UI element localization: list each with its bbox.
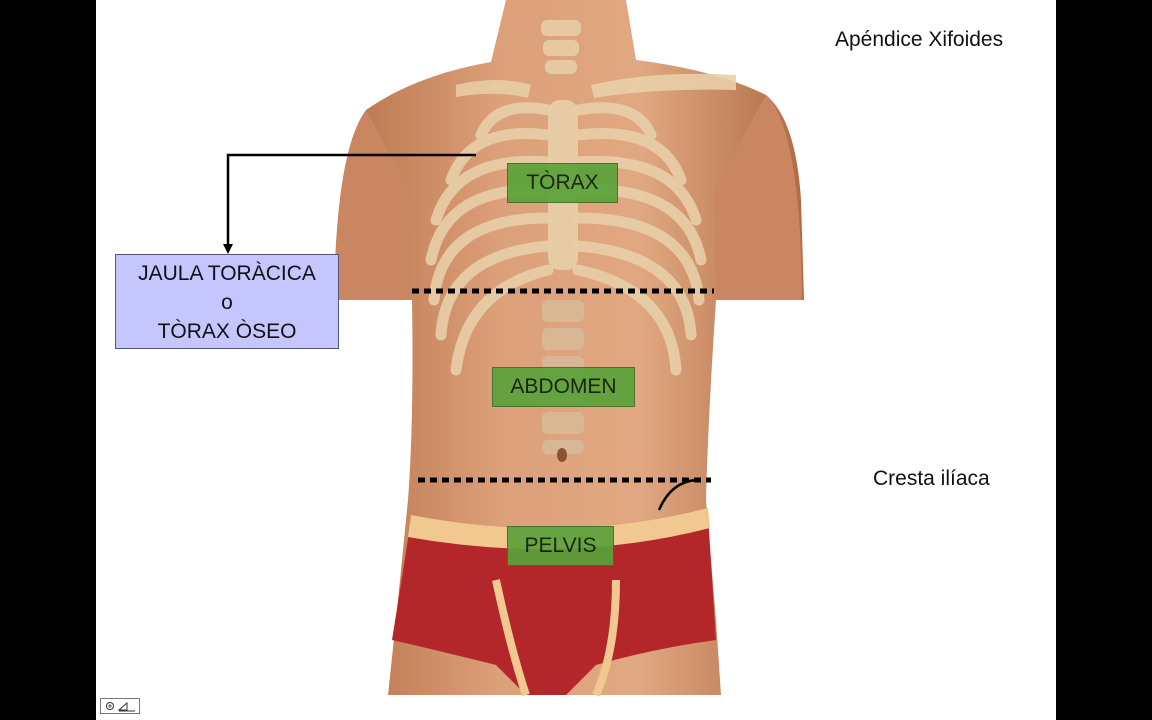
navel — [557, 448, 567, 462]
right-shoulder — [714, 95, 802, 300]
torso-illustration — [223, 0, 804, 697]
thoracic-cage-line2: o — [221, 291, 233, 314]
slide: TÒRAX ABDOMEN PELVIS JAULA TORÀCICA o TÒ… — [96, 0, 1056, 720]
rib-cage — [425, 102, 707, 376]
briefs — [392, 515, 716, 695]
xiphoid-process-label: Apéndice Xifoides — [835, 28, 1004, 51]
pointer-line — [226, 153, 476, 248]
slide-nav-icon — [106, 701, 135, 712]
thorax-label: TÒRAX — [507, 163, 618, 203]
iliac-crest-curve — [657, 478, 697, 511]
thoracic-cage-box: JAULA TORÀCICA o TÒRAX ÒSEO — [115, 254, 339, 349]
thoracic-cage-line3: TÒRAX ÒSEO — [157, 320, 297, 343]
briefs-trim — [492, 579, 620, 697]
left-clavicle — [456, 80, 531, 98]
pelvis-label: PELVIS — [507, 526, 614, 566]
right-clavicle — [591, 73, 736, 98]
left-shoulder — [334, 110, 414, 300]
neck-vertebrae — [541, 20, 581, 74]
pointer-arrowhead — [223, 244, 233, 254]
thoracic-cage-line1: JAULA TORÀCICA — [138, 262, 316, 285]
abdomen-label: ABDOMEN — [492, 367, 635, 407]
slide-nav-button[interactable] — [100, 698, 140, 714]
iliac-crest-label: Cresta ilíaca — [873, 467, 990, 490]
